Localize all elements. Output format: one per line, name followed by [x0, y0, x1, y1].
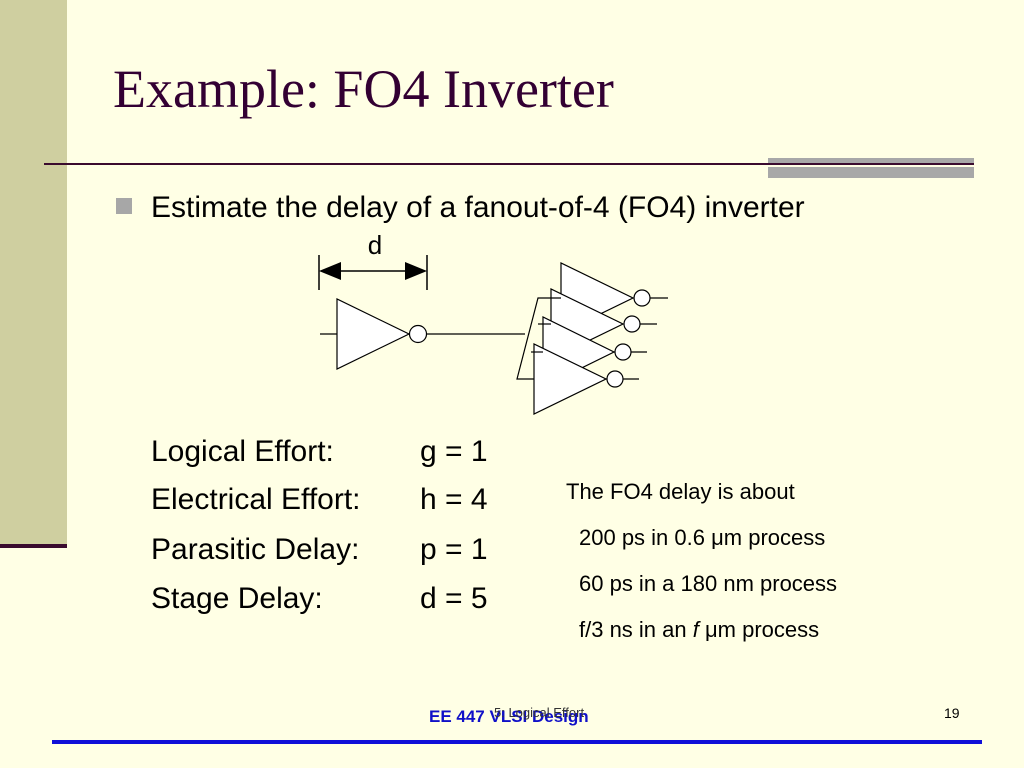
- fo4-note-line-1: 200 ps in 0.6 μm process: [579, 525, 826, 550]
- bullet-text: Estimate the delay of a fanout-of-4 (FO4…: [151, 191, 805, 224]
- title-divider-accent: [768, 158, 974, 178]
- fanout-input-wires: [516, 297, 561, 380]
- driver-inverter-triangle: [336, 298, 411, 370]
- title-divider: [44, 163, 974, 165]
- electrical-effort-label: Electrical Effort:: [151, 483, 361, 516]
- slide-title: Example: FO4 Inverter: [113, 59, 614, 119]
- sidebar-divider: [0, 544, 67, 548]
- fo4-note-line-3-variable: f: [692, 617, 699, 642]
- fo4-note-heading: The FO4 delay is about: [566, 479, 795, 504]
- delay-arrow-left-head: [319, 262, 341, 280]
- stage-delay-value: d = 5: [420, 582, 488, 615]
- electrical-effort-value: h = 4: [420, 483, 488, 516]
- parasitic-delay-label: Parasitic Delay:: [151, 533, 360, 566]
- footer-course-title: EE 447 VLSI Design: [429, 707, 589, 726]
- stage-delay-label: Stage Delay:: [151, 582, 323, 615]
- fo4-note-line-3: f/3 ns in an f μm process: [579, 617, 819, 643]
- footer-divider: [52, 740, 982, 744]
- delay-dimension: [318, 255, 428, 290]
- logical-effort-label: Logical Effort:: [151, 435, 334, 468]
- footer-subtitle: 5: Logical Effort: [494, 705, 585, 720]
- fo4-note-line-2: 60 ps in a 180 nm process: [579, 571, 838, 596]
- fo4-note-line-3-prefix: f/3 ns in an: [579, 617, 693, 642]
- logical-effort-value: g = 1: [420, 435, 488, 468]
- fo4-note-line-3-suffix: μm process: [698, 617, 820, 642]
- bullet-square-icon: [116, 198, 132, 214]
- driver-output-bubble: [408, 324, 428, 344]
- delay-label: d: [368, 230, 382, 260]
- parasitic-delay-value: p = 1: [420, 533, 488, 566]
- left-sidebar-band: [0, 0, 67, 548]
- page-number: 19: [944, 705, 960, 721]
- delay-arrow-right-head: [405, 262, 427, 280]
- load-inverters: [533, 262, 668, 415]
- driver-inverter: [320, 298, 525, 370]
